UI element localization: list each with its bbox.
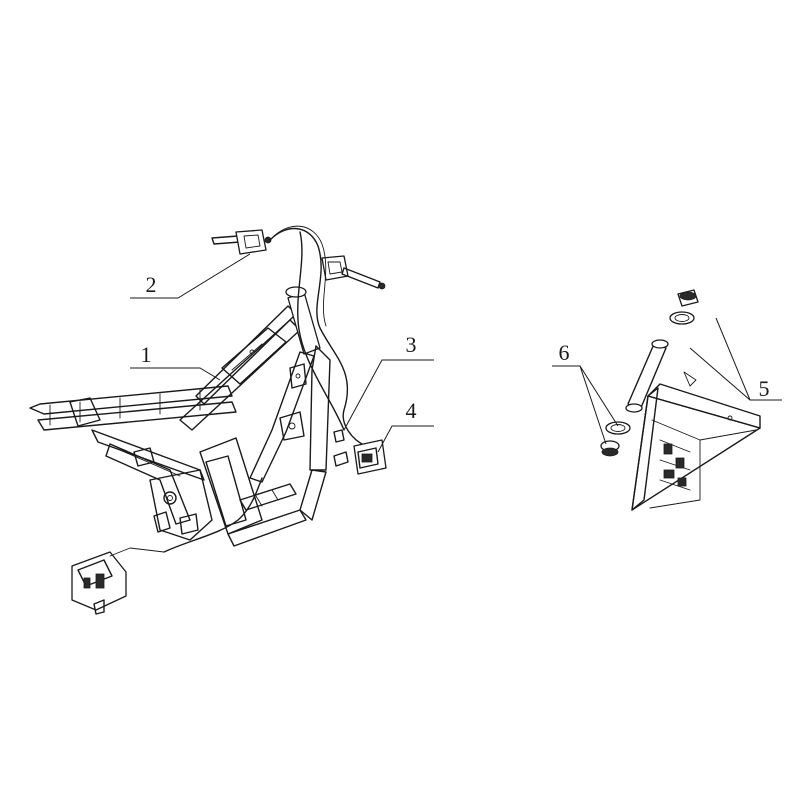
callout-leaders <box>130 253 782 453</box>
callout-5-leader <box>689 317 782 401</box>
callout-1-leader <box>130 367 221 381</box>
callout-5-label: 5 <box>759 376 770 401</box>
callout-6-label: 6 <box>559 340 570 365</box>
frame <box>29 286 331 547</box>
callout-3-label: 3 <box>406 332 417 357</box>
rear-brake-caliper <box>71 547 165 615</box>
brake-levers-and-cables <box>163 225 386 553</box>
callout-1-label: 1 <box>141 342 152 367</box>
callout-4-leader <box>377 425 434 453</box>
callout-6-leader <box>552 365 619 445</box>
callout-4-label: 4 <box>406 398 417 423</box>
callout-2-label: 2 <box>146 272 157 297</box>
brake-master-cylinder <box>333 429 387 475</box>
callout-labels: 1 2 3 4 5 6 <box>141 272 770 423</box>
callout-3-leader <box>343 359 434 431</box>
callout-2-leader <box>130 253 251 299</box>
steering-stem-assembly <box>600 289 761 511</box>
